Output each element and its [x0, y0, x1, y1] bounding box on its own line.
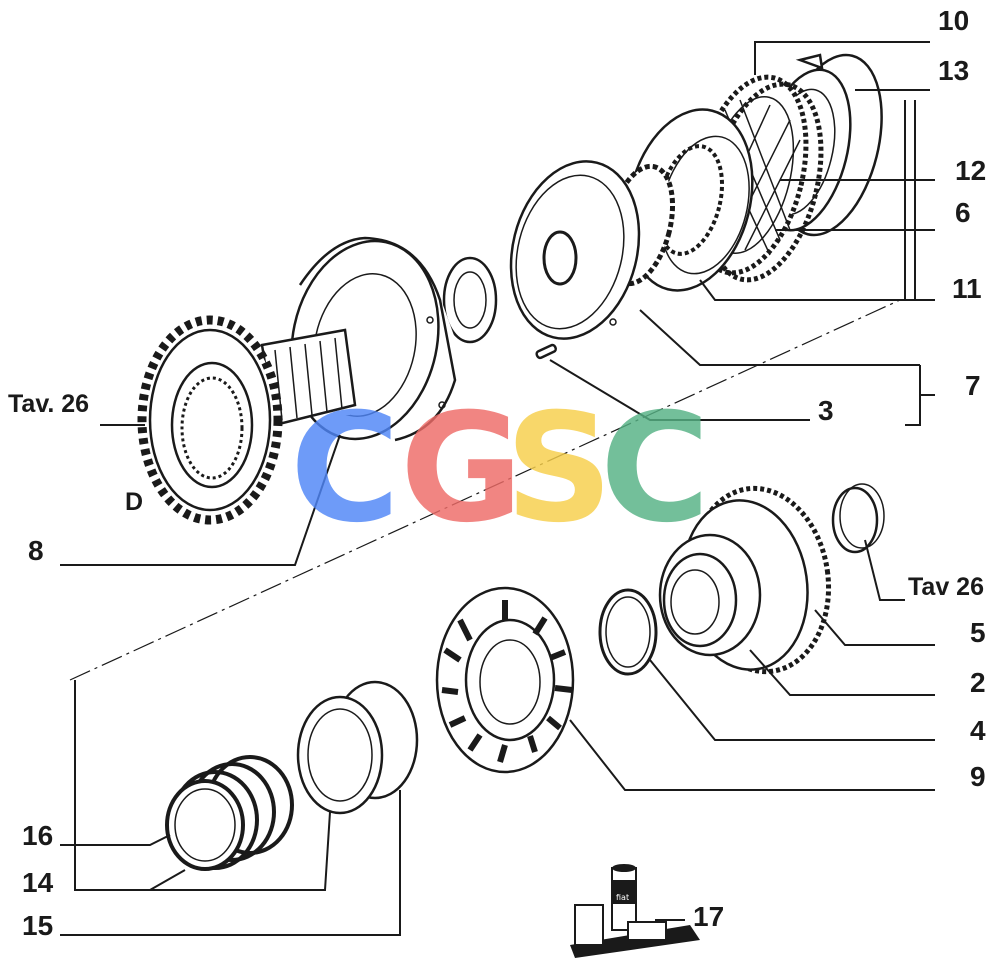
label-d: D	[125, 488, 143, 516]
label-13: 13	[938, 55, 969, 86]
label-tav26-left: Tav. 26	[8, 390, 89, 418]
label-5: 5	[970, 617, 986, 648]
leader-lines	[60, 41, 935, 936]
label-11: 11	[952, 273, 982, 304]
part-labels: 10 13 12 6 11 7 3 Tav. 26 D 8 Tav 26 5 2…	[8, 5, 986, 941]
tav26-spur-gear	[137, 315, 283, 525]
label-4: 4	[970, 715, 986, 746]
label-2: 2	[970, 667, 986, 698]
label-7: 7	[965, 370, 981, 401]
part-15-spring-seat	[296, 680, 419, 815]
axis-lines	[69, 299, 901, 681]
label-tav26-right: Tav 26	[908, 573, 984, 601]
label-17: 17	[693, 901, 724, 932]
tav26-seal-rings	[831, 483, 885, 554]
label-15: 15	[22, 910, 53, 941]
part-7-splined-drum	[509, 160, 676, 340]
watermark-letter-g: G	[400, 382, 523, 556]
label-16: 16	[22, 820, 53, 851]
part-4-o-ring	[598, 588, 658, 676]
part-2-piston	[658, 485, 832, 675]
watermark-letter-c1: C	[290, 382, 400, 556]
label-3: 3	[818, 395, 834, 426]
label-8: 8	[28, 535, 44, 566]
part-9-retainer	[435, 586, 575, 774]
part-16-coil-spring	[165, 755, 294, 871]
label-9: 9	[970, 761, 986, 792]
part-17-grease-cans: fiat	[570, 864, 700, 958]
part-8-housing	[260, 236, 498, 442]
watermark-letter-c2: C	[600, 382, 710, 556]
label-12: 12	[955, 155, 986, 186]
part-3-pin	[535, 343, 558, 360]
cgsc-watermark: C G S C	[290, 382, 710, 556]
watermark-letter-s: S	[505, 382, 613, 556]
can-stamp: fiat	[616, 893, 629, 902]
label-14: 14	[22, 867, 54, 898]
label-10: 10	[938, 5, 969, 36]
label-6: 6	[955, 197, 971, 228]
